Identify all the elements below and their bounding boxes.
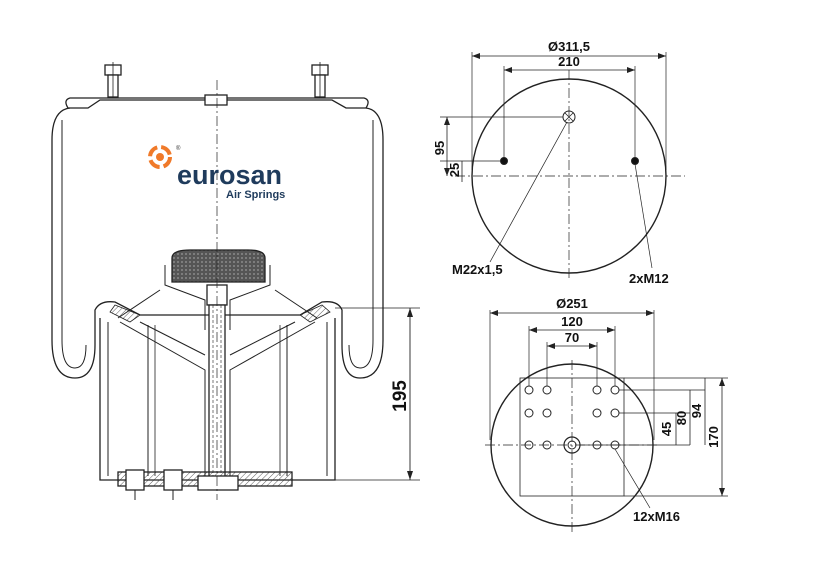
top-plate-view bbox=[440, 52, 685, 280]
piston bbox=[99, 265, 336, 481]
span-120-label: 120 bbox=[561, 314, 583, 329]
side-bolts-label: 2xM12 bbox=[629, 271, 669, 286]
brand-mark-icon bbox=[148, 145, 172, 169]
offset-25-label: 25 bbox=[447, 163, 462, 177]
top-stud-left bbox=[104, 62, 122, 100]
side-bolt-left bbox=[500, 157, 508, 165]
bolts-label: 12xM16 bbox=[633, 509, 680, 524]
side-bolt-right bbox=[631, 157, 639, 165]
dim-94-label: 94 bbox=[689, 403, 704, 418]
bottom-plate-view bbox=[485, 310, 728, 535]
span-70-label: 70 bbox=[565, 330, 579, 345]
center-thread-label: M22x1,5 bbox=[452, 262, 503, 277]
brand-tagline: Air Springs bbox=[226, 189, 285, 201]
brand-name: eurosan bbox=[177, 160, 282, 190]
registered-mark: ® bbox=[176, 145, 181, 152]
top-stud-right bbox=[311, 62, 329, 100]
bottom-studs bbox=[125, 469, 183, 500]
side-view bbox=[51, 62, 420, 500]
dim-170-label: 170 bbox=[706, 426, 721, 448]
dim-80-label: 80 bbox=[674, 411, 689, 425]
top-diameter-label: Ø311,5 bbox=[548, 39, 590, 54]
bump-stop bbox=[171, 249, 266, 283]
brand-logo: ® eurosan Air Springs bbox=[148, 145, 285, 201]
height-dim-label: 195 bbox=[390, 380, 411, 412]
bottom-diameter-label: Ø251 bbox=[556, 296, 588, 311]
dim-45-label: 45 bbox=[659, 422, 674, 436]
top-bolt-spacing-label: 210 bbox=[558, 54, 580, 69]
offset-95-label: 95 bbox=[432, 141, 447, 155]
top-center-nut bbox=[204, 94, 228, 106]
